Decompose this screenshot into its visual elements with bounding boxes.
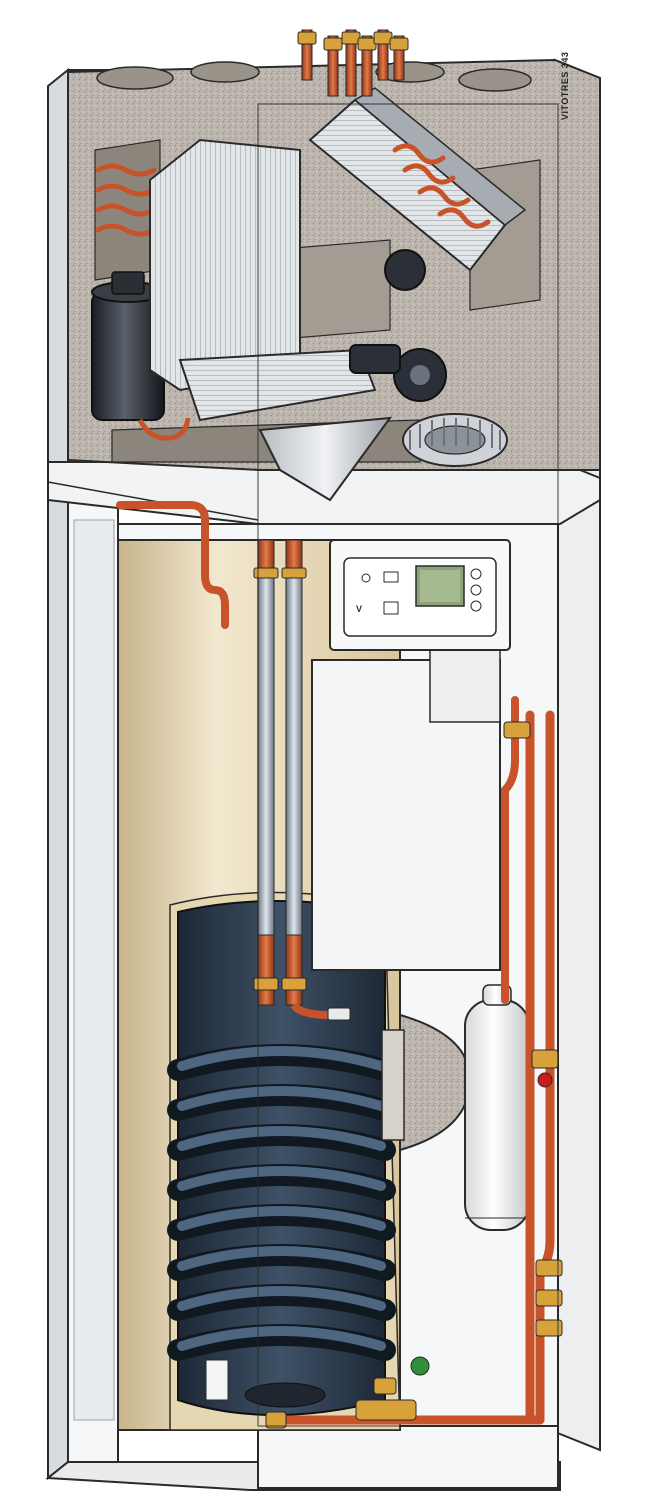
brass-valve-icon [265,721,563,1429]
brass-valve-icon [253,567,351,1021]
copper-pipe-icon [301,29,405,97]
front-panel-outline [257,103,559,1427]
brass-valve-icon [297,31,409,51]
insulation-block-icon [381,1013,472,1152]
lower-side-column [73,519,115,1421]
heat-exchanger-icon [149,138,393,502]
copper-pipe-icon [116,501,229,629]
copper-pipe-icon [95,163,157,237]
control-panel-icon [329,539,511,651]
heating-coil-icon [167,1044,396,1361]
fan-icon [402,413,508,467]
tank-base-icon [205,1359,326,1408]
model-label: VITOTRES 343 [560,51,570,120]
pump-icon [349,249,447,402]
electronics-box-icon [311,639,501,971]
brand-logo-mark: V [356,604,363,614]
expansion-vessel-icon [464,984,530,1231]
